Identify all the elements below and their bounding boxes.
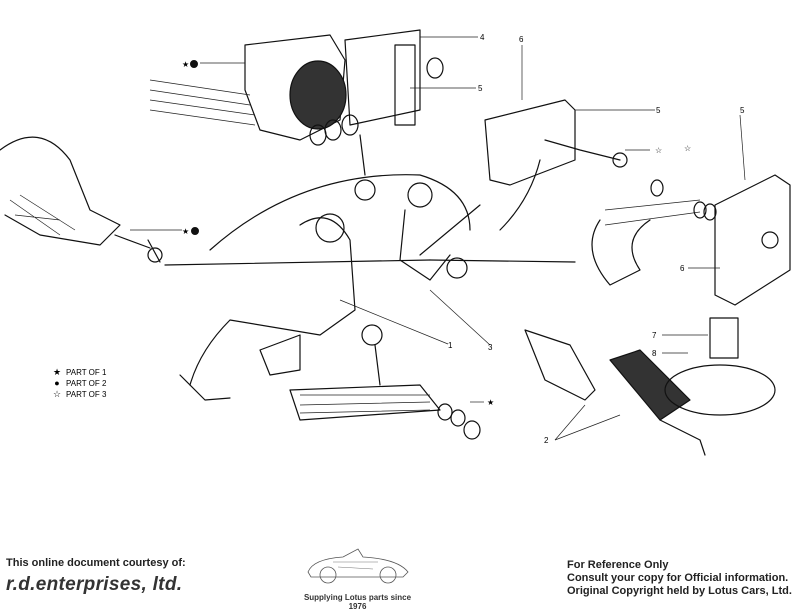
svg-text:★: ★	[182, 60, 189, 69]
svg-text:★: ★	[487, 398, 494, 407]
notice-line: For Reference Only	[567, 559, 669, 571]
callout-6: 6	[519, 35, 524, 44]
legend-item: ● PART OF 2	[52, 378, 106, 389]
dot-icon: ●	[54, 378, 60, 388]
brand-logo: r.d.enterprises, ltd.	[6, 574, 183, 595]
callout-6: 6	[680, 264, 685, 273]
car-interior-with-occupants	[164, 134, 576, 401]
legend-label: PART OF 2	[66, 379, 107, 388]
svg-text:☆: ☆	[684, 144, 691, 153]
left-belt-assembly	[0, 136, 182, 263]
top-reel-assembly	[149, 29, 478, 146]
footer-notice: For Reference Only Consult your copy for…	[567, 559, 792, 598]
part-markers: ★ ★ ★ ☆ ☆	[182, 60, 691, 407]
callout-4: 4	[480, 33, 485, 42]
legend-item: ★ PART OF 1	[52, 367, 107, 378]
legend: ★ PART OF 1 ● PART OF 2 ☆ PART OF 3	[52, 367, 107, 400]
open-star-icon: ☆	[52, 389, 62, 399]
callout-8: 8	[652, 349, 657, 358]
lower-belt-assembly	[289, 384, 484, 440]
notice-line: Original Copyright held by Lotus Cars, L…	[567, 585, 792, 597]
tagline: Supplying Lotus parts since 1976	[303, 593, 412, 611]
legend-label: PART OF 1	[66, 368, 107, 377]
courtesy-text: This online document courtesy of:	[6, 557, 186, 569]
right-lower-bracket	[591, 114, 791, 306]
callout-1: 1	[448, 341, 453, 350]
callout-5: 5	[656, 106, 661, 115]
callout-2: 2	[544, 436, 549, 445]
seat-belt-exploded-diagram: ★ ★ ★ ☆ ☆ 4 5 6 5 5 6 7 8 1 3 2	[0, 29, 791, 456]
legend-label: PART OF 3	[66, 390, 107, 399]
callout-5: 5	[478, 84, 483, 93]
race-car-icon	[307, 548, 409, 584]
footer-courtesy: This online document courtesy of: r.d.en…	[6, 557, 186, 596]
star-icon: ★	[52, 367, 62, 377]
notice-line: Consult your copy for Official informati…	[567, 572, 789, 584]
svg-text:☆: ☆	[655, 146, 662, 155]
footer-logo: Supplying Lotus parts since 1976	[300, 547, 415, 611]
svg-text:★: ★	[182, 227, 189, 236]
callout-7: 7	[652, 331, 657, 340]
callout-5: 5	[740, 106, 745, 115]
buckle-and-stalk	[524, 317, 776, 456]
right-upper-bracket	[484, 45, 655, 231]
legend-item: ☆ PART OF 3	[52, 389, 107, 400]
callout-3: 3	[488, 343, 493, 352]
